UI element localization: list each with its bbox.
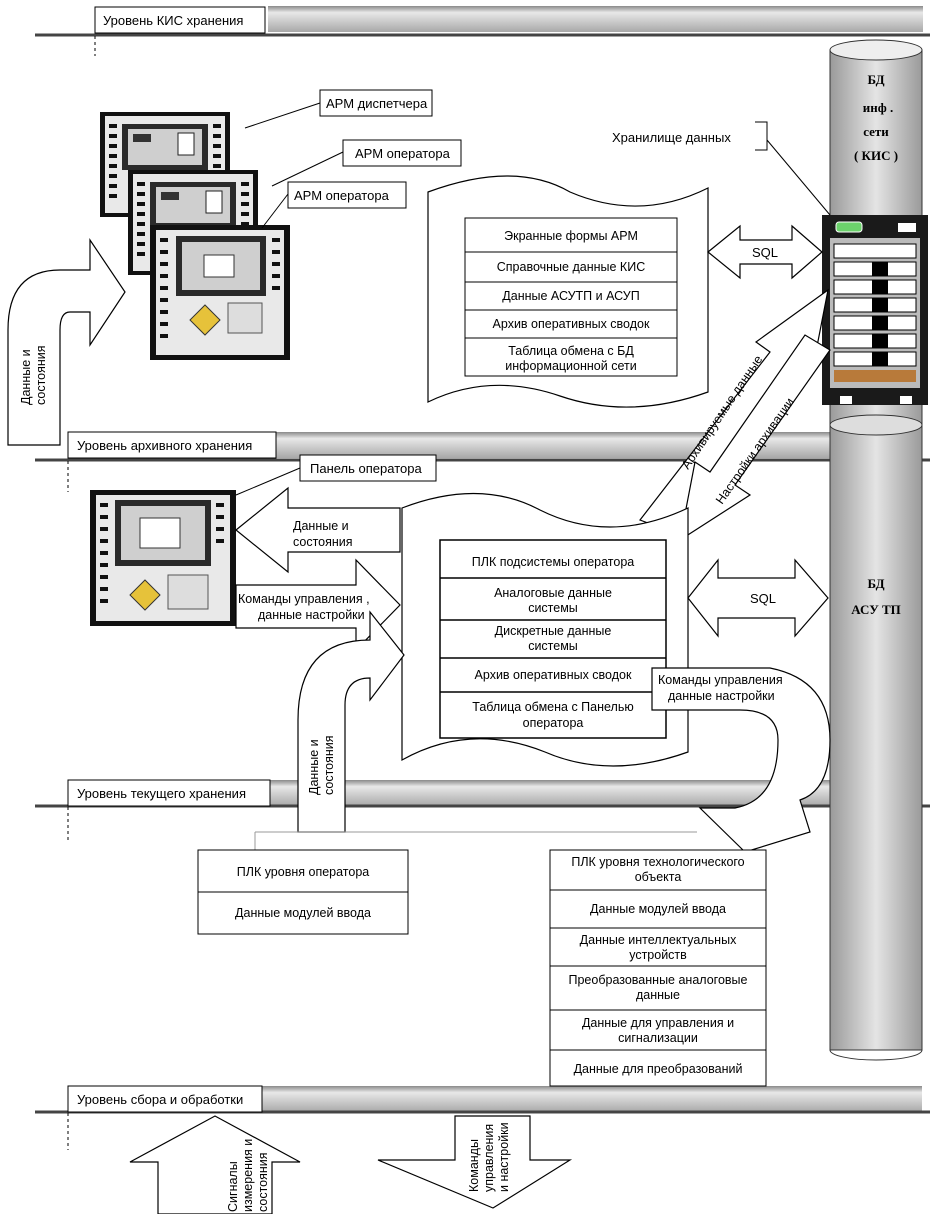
plc-operator-level: ПЛК уровня оператора Данные модулей ввод… (197, 831, 697, 935)
plc-subsystem-block: ПЛК подсистемы оператора Аналоговые данн… (401, 492, 689, 767)
level-band-kis: Уровень КИС хранения (35, 6, 930, 56)
arrow-control-commands: Команды управления и настройки (377, 1115, 573, 1209)
arrow-commands-right: Команды управления данные настройки (651, 667, 831, 853)
svg-text:Данные и: Данные и (293, 519, 349, 533)
kis-storage-block: Экранные формы АРМ Справочные данные КИС… (427, 175, 709, 408)
svg-text:данные настройки: данные настройки (668, 689, 775, 703)
plc-subsystem-row: Дискретные данные (495, 624, 612, 638)
level-label-current: Уровень текущего хранения (77, 786, 246, 801)
kis-row: Архив оперативных сводок (493, 317, 650, 331)
level-band-collect: Уровень сбора и обработки (35, 1085, 930, 1150)
arm-operator-icon-2 (150, 225, 290, 360)
svg-text:управления: управления (482, 1124, 496, 1192)
plc-subsystem-row-2: оператора (523, 716, 584, 730)
level-label-box (67, 1085, 263, 1113)
svg-text:Сигналы: Сигналы (226, 1161, 240, 1212)
kis-row: Экранные формы АРМ (504, 229, 638, 243)
svg-text:сети: сети (863, 124, 889, 139)
svg-text:SQL: SQL (752, 245, 778, 260)
svg-text:инф .: инф . (863, 100, 893, 115)
db-kis-label: БД инф . сети ( КИС ) (854, 72, 898, 163)
svg-text:данные настройки: данные настройки (258, 608, 365, 622)
storage-label: Хранилище данных (612, 121, 831, 216)
band-bar (268, 6, 923, 32)
level-label-collect: Уровень сбора и обработки (77, 1092, 243, 1107)
level-band-current: Уровень текущего хранения (35, 779, 930, 840)
svg-text:SQL: SQL (750, 591, 776, 606)
svg-text:БД: БД (867, 576, 884, 591)
label-operator-panel: Панель оператора (235, 454, 437, 496)
svg-text:Данные и: Данные и (307, 739, 321, 795)
plc-tech-row: Данные для преобразований (574, 1062, 743, 1076)
plc-tech-row-2: объекта (635, 870, 682, 884)
label-arm-operator-2: АРМ оператора (261, 181, 407, 229)
svg-text:состояния: состояния (34, 345, 48, 405)
kis-row: Таблица обмена с БД (508, 344, 634, 358)
arrow-sql-top: SQL (707, 224, 823, 280)
svg-text:( КИС ): ( КИС ) (854, 148, 898, 163)
svg-text:Команды: Команды (467, 1139, 481, 1192)
svg-text:АСУ ТП: АСУ ТП (851, 602, 901, 617)
level-band-archive: Уровень архивного хранения (35, 431, 930, 492)
arrow-panel-data-states: Данные и состояния (235, 486, 401, 574)
plc-subsystem-row: Архив оперативных сводок (475, 668, 632, 682)
arrow-measurement-signals: Сигналы измерения и состояния (129, 1115, 301, 1214)
arrow-curve-data-states: Данные и состояния (297, 610, 405, 833)
kis-table: Экранные формы АРМ Справочные данные КИС… (464, 217, 678, 377)
plc-tech-row: Преобразованные аналоговые (569, 973, 748, 987)
band-bar (262, 1086, 922, 1112)
band-bar (270, 780, 833, 806)
svg-text:измерения и: измерения и (241, 1139, 255, 1212)
level-label-kis: Уровень КИС хранения (103, 13, 243, 28)
plc-tech-row-2: данные (636, 988, 680, 1002)
level-label-archive: Уровень архивного хранения (77, 438, 252, 453)
plc-subsystem-row-2: системы (528, 639, 578, 653)
arrow-sql-mid: SQL (687, 558, 829, 638)
plc-tech-row: Данные интеллектуальных (580, 933, 737, 947)
plc-subsystem-row-2: системы (528, 601, 578, 615)
plc-tech-row: ПЛК уровня технологического (571, 855, 744, 869)
svg-text:АРМ диспетчера: АРМ диспетчера (326, 96, 428, 111)
svg-text:состояния: состояния (293, 535, 353, 549)
svg-text:Команды управления: Команды управления (658, 673, 783, 687)
svg-text:и настройки: и настройки (497, 1122, 511, 1192)
svg-text:АРМ оператора: АРМ оператора (294, 188, 390, 203)
plc-subsystem-row: ПЛК подсистемы оператора (472, 555, 635, 569)
svg-text:АРМ оператора: АРМ оператора (355, 146, 451, 161)
svg-text:Данные и: Данные и (19, 349, 33, 405)
plc-op-row: ПЛК уровня оператора (237, 865, 370, 879)
svg-text:Хранилище данных: Хранилище данных (612, 130, 731, 145)
arrow-data-states-top: Данные и состояния (7, 238, 126, 446)
kis-row: Справочные данные КИС (497, 260, 645, 274)
label-arm-dispatcher: АРМ диспетчера (244, 89, 433, 129)
plc-tech-object: ПЛК уровня технологического объекта Данн… (549, 849, 767, 1087)
plc-subsystem-table: ПЛК подсистемы оператора Аналоговые данн… (439, 539, 667, 739)
server-rack-icon (822, 215, 928, 405)
svg-text:Команды управления ,: Команды управления , (238, 592, 370, 606)
plc-subsystem-row: Таблица обмена с Панелью (472, 700, 633, 714)
kis-row: Данные АСУТП и АСУП (502, 289, 639, 303)
svg-text:состояния: состояния (322, 735, 336, 795)
plc-tech-row-2: устройств (629, 948, 687, 962)
svg-text:состояния: состояния (256, 1152, 270, 1212)
level-label-box (67, 779, 271, 807)
db-asutp-label: БД АСУ ТП (851, 576, 901, 617)
plc-tech-row: Данные для управления и (582, 1016, 734, 1030)
svg-text:БД: БД (867, 72, 884, 87)
svg-text:Панель оператора: Панель оператора (310, 461, 422, 476)
operator-panel-icon (90, 490, 236, 626)
label-arm-operator-1: АРМ оператора (271, 139, 462, 187)
database-column: БД инф . сети ( КИС ) БД АСУ ТП (822, 39, 928, 1061)
level-label-box (94, 6, 266, 34)
level-label-box (67, 431, 277, 459)
plc-op-row: Данные модулей ввода (235, 906, 371, 920)
plc-tech-row: Данные модулей ввода (590, 902, 726, 916)
kis-row-2: информационной сети (505, 359, 636, 373)
plc-subsystem-row: Аналоговые данные (494, 586, 612, 600)
plc-tech-row-2: сигнализации (618, 1031, 698, 1045)
arrow-panel-commands: Команды управления , данные настройки (235, 558, 401, 652)
